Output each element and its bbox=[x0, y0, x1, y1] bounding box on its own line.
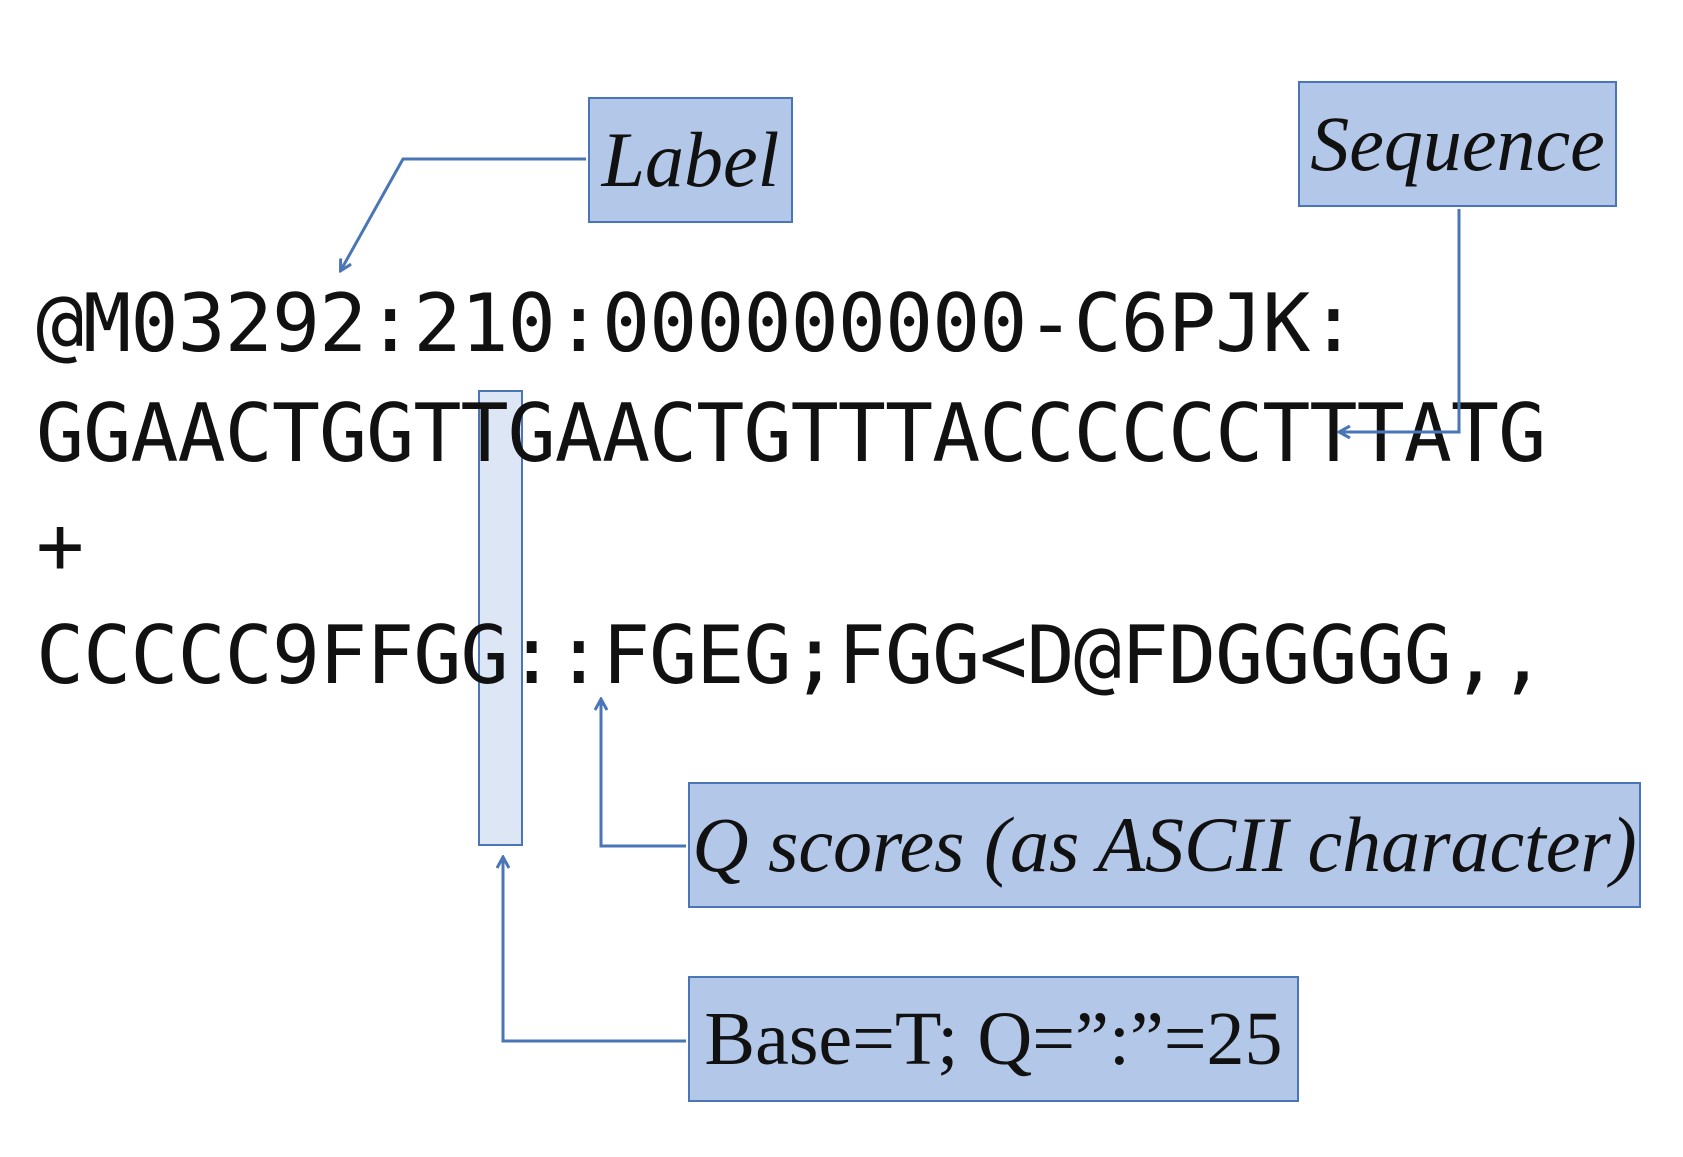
base-column-highlight bbox=[478, 390, 523, 846]
q-scores-callout: Q scores (as ASCII character) bbox=[688, 782, 1641, 908]
fastq-quality-line: CCCCC9FFGG::FGEG;FGG<D@FDGGGGG,, bbox=[36, 609, 1546, 702]
sequence-callout: Sequence bbox=[1298, 81, 1617, 207]
fastq-sequence-line: GGAACTGGTTGAACTGTTTACCCCCCTTTATG bbox=[36, 387, 1546, 480]
fastq-plus-line: + bbox=[36, 499, 84, 592]
q-scores-connector-arrow bbox=[601, 700, 686, 848]
label-connector-arrow bbox=[341, 157, 586, 270]
fastq-label-line: @M03292:210:000000000-C6PJK: bbox=[36, 277, 1358, 370]
base-example-connector-arrow bbox=[503, 858, 686, 1043]
label-callout: Label bbox=[588, 97, 793, 223]
base-example-callout: Base=T; Q=”:”=25 bbox=[688, 976, 1299, 1102]
